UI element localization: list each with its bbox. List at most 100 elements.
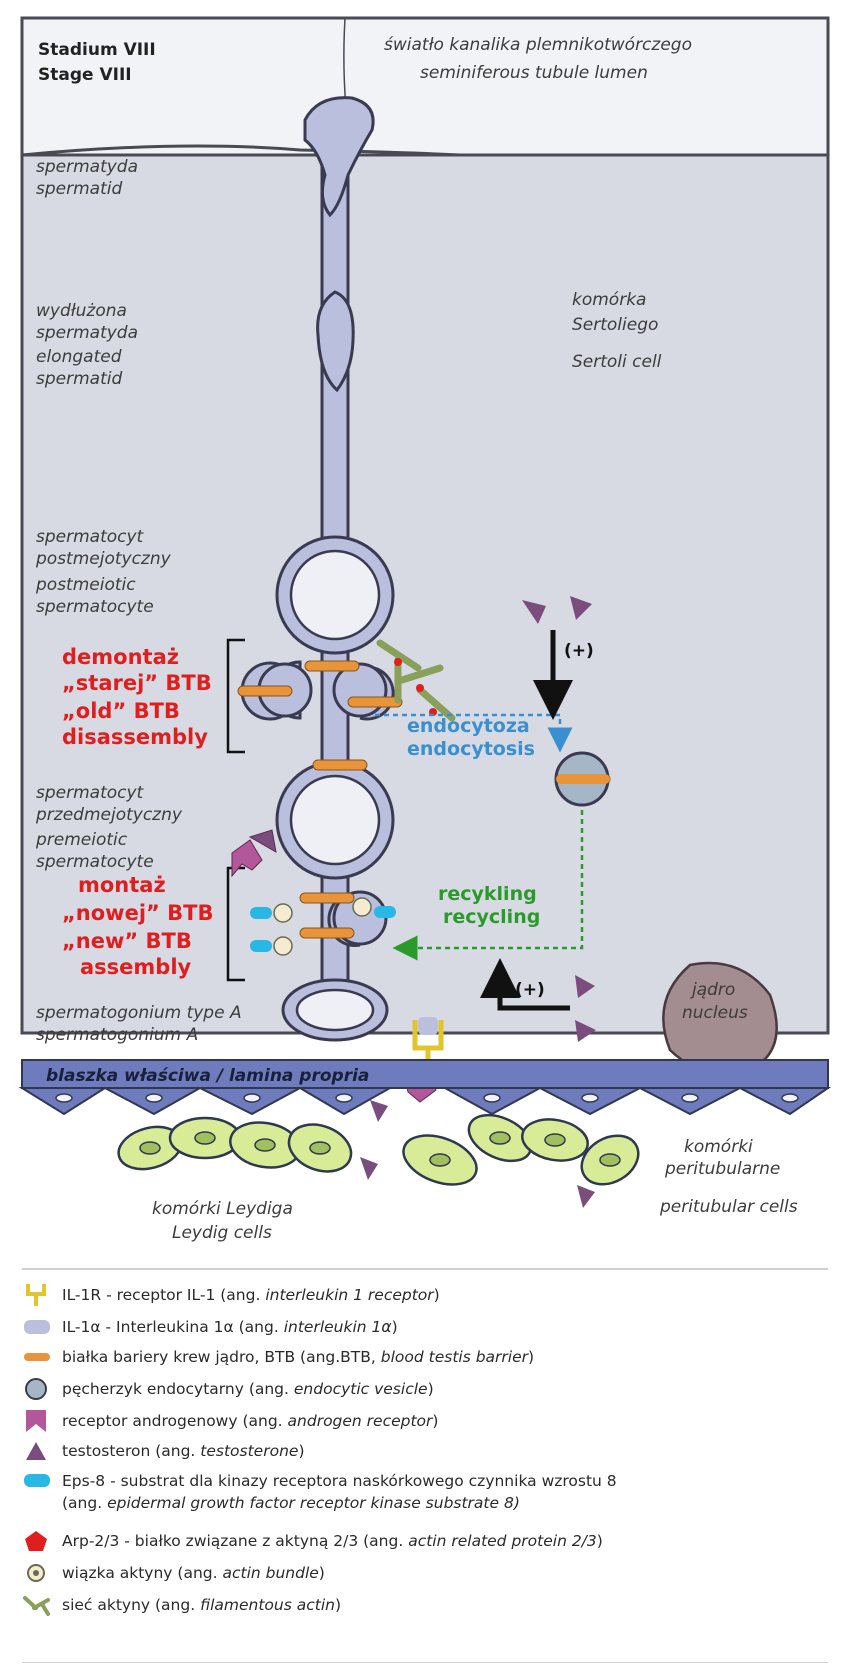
legend-text: sieć aktyny (ang. [62, 1596, 201, 1614]
endocytosis-pl: endocytoza [407, 715, 530, 737]
new-btb-pl-1: montaż [78, 873, 166, 897]
filamentous-actin [376, 639, 456, 722]
premeiotic-en-1: premeiotic [35, 830, 128, 850]
postmeiotic-en-1: postmeiotic [35, 575, 136, 595]
nucleus-en: nucleus [682, 1003, 748, 1023]
eps8-icon [22, 1468, 62, 1494]
legend-text-end: ) [596, 1532, 603, 1550]
legend-italic: actin bundle [222, 1564, 319, 1582]
arp23-icon [22, 1528, 62, 1554]
legend-text: (ang. [62, 1494, 108, 1512]
leydig-pl: komórki Leydiga [152, 1199, 293, 1219]
legend-italic: blood testis barrier [380, 1348, 528, 1366]
legend-row-vesicle: pęcherzyk endocytarny (ang. endocytic ve… [22, 1376, 434, 1404]
spermatogonium-2: spermatogonium A [36, 1025, 198, 1045]
peritubular-pl-1: komórki [684, 1137, 753, 1157]
endocytosis-en: endocytosis [407, 738, 535, 760]
postmeiotic-pl-2: postmejotyczny [35, 549, 172, 569]
elongated-pl-2: spermatyda [36, 323, 138, 343]
elongated-en-2: spermatid [36, 369, 122, 389]
old-btb-vesicle-right [332, 662, 388, 718]
recycling-pl: recykling [438, 883, 537, 905]
il1a-protein [418, 1017, 438, 1035]
spermatogonium-1: spermatogonium type A [36, 1003, 242, 1023]
legend-text-end: ) [391, 1318, 398, 1336]
spermatid-en: spermatid [36, 179, 122, 199]
legend-text: Eps-8 - substrat dla kinazy receptora na… [62, 1472, 617, 1490]
actin-bundles [273, 897, 372, 956]
tubule-lumen [20, 16, 830, 157]
legend-row-il1r: IL-1R - receptor IL-1 (ang. interleukin … [22, 1282, 440, 1310]
premeiotic-pl-1: spermatocyt [36, 783, 145, 803]
legend-italic: epidermal growth factor receptor kinase … [107, 1494, 520, 1512]
stimulation-arrow-bottom [480, 958, 570, 1011]
actin-bundle-icon [22, 1560, 62, 1586]
legend-text: IL-1R - receptor IL-1 (ang. [62, 1286, 266, 1304]
lamina-label: blaszka właściwa / lamina propria [46, 1066, 369, 1086]
sertoli-pl-1: komórka [572, 290, 646, 310]
legend-text-end: ) [427, 1380, 434, 1398]
legend-row-il1a: IL-1α - Interleukina 1α (ang. interleuki… [22, 1314, 398, 1342]
legend-text-end: ) [433, 1286, 440, 1304]
legend-italic: androgen receptor [287, 1412, 433, 1430]
peritubular-en: peritubular cells [659, 1197, 798, 1217]
peritubular-pl-2: peritubularne [664, 1159, 780, 1179]
legend-row-eps8-2: (ang. epidermal growth factor receptor k… [22, 1490, 520, 1518]
premeiotic-pl-2: przedmejotyczny [35, 805, 183, 825]
legend-italic: interleukin 1 receptor [265, 1286, 434, 1304]
androgen-receptor-icon [22, 1408, 62, 1434]
endocytic-vesicle-icon [22, 1376, 62, 1402]
legend-italic: endocytic vesicle [293, 1380, 428, 1398]
legend-spacer [22, 1490, 62, 1516]
old-btb-en-line2: disassembly [62, 725, 208, 749]
old-btb-pl-2: „starej” BTB [62, 671, 212, 695]
btb-diagram: Stadium VIII Stage VIII światło kanalika… [18, 16, 832, 1243]
lumen-en: seminiferous tubule lumen [420, 63, 648, 83]
sertoli-pl-2: Sertoliego [572, 315, 658, 335]
recycling-arrow [392, 810, 584, 961]
old-btb-bracket [226, 638, 245, 754]
eps8-proteins [250, 906, 396, 952]
leydig-cells [117, 1113, 640, 1186]
legend-row-f-actin: sieć aktyny (ang. filamentous actin) [22, 1592, 341, 1620]
lamina-propria-band [21, 1059, 829, 1089]
recycling-en: recycling [443, 906, 540, 928]
old-btb-en-line1: „old” BTB [62, 699, 180, 723]
il1r-receptor-icon [22, 1282, 62, 1308]
nucleus-pl: jądro [690, 980, 735, 1000]
legend-text: testosteron (ang. [62, 1442, 201, 1460]
legend-text: wiązka aktyny (ang. [62, 1564, 223, 1582]
legend-row-arp: Arp-2/3 - białko związane z aktyną 2/3 (… [22, 1528, 603, 1556]
new-btb-pl-2: „nowej” BTB [62, 901, 213, 925]
legend-text-end: ) [432, 1412, 439, 1430]
legend-text-end: ) [298, 1442, 305, 1460]
legend-row-actin-bundle: wiązka aktyny (ang. actin bundle) [22, 1560, 325, 1588]
legend-text: Arp-2/3 - białko związane z aktyną 2/3 (… [62, 1532, 409, 1550]
postmeiotic-en-2: spermatocyte [36, 597, 154, 617]
legend-italic: testosterone [200, 1442, 299, 1460]
legend-italic: interleukin 1α [283, 1318, 392, 1336]
il1a-icon [22, 1314, 62, 1340]
legend-italic: actin related protein 2/3 [408, 1532, 597, 1550]
testosterone-icon [22, 1438, 62, 1464]
legend-row-androgen: receptor androgenowy (ang. androgen rece… [22, 1408, 438, 1436]
legend-text-end: ) [334, 1596, 342, 1614]
plus-top: (+) [564, 641, 594, 661]
new-btb-en-1: „new” BTB [62, 929, 192, 953]
sertoli-cell-region [20, 153, 830, 1035]
legend-row-testosterone: testosteron (ang. testosterone) [22, 1438, 305, 1466]
old-btb-pl-1: demontaż [62, 645, 179, 669]
legend-text-end: ) [318, 1564, 325, 1582]
postmeiotic-pl-1: spermatocyt [36, 527, 145, 547]
spermatid-pl: spermatyda [36, 157, 138, 177]
legend-row-eps8: Eps-8 - substrat dla kinazy receptora na… [22, 1468, 617, 1496]
new-btb-en-2: assembly [80, 955, 192, 979]
legend-text: IL-1α - Interleukina 1α (ang. [62, 1318, 284, 1336]
sertoli-en: Sertoli cell [572, 352, 662, 372]
stage-pl: Stadium VIII [38, 40, 156, 60]
legend: IL-1R - receptor IL-1 (ang. interleukin … [22, 1268, 828, 1663]
filamentous-actin-icon [22, 1592, 62, 1618]
lumen-pl: światło kanalika plemnikotwórczego [384, 35, 692, 55]
elongated-pl-1: wydłużona [36, 301, 127, 321]
legend-text: białka bariery krew jądro, BTB (ang.BTB, [62, 1348, 381, 1366]
